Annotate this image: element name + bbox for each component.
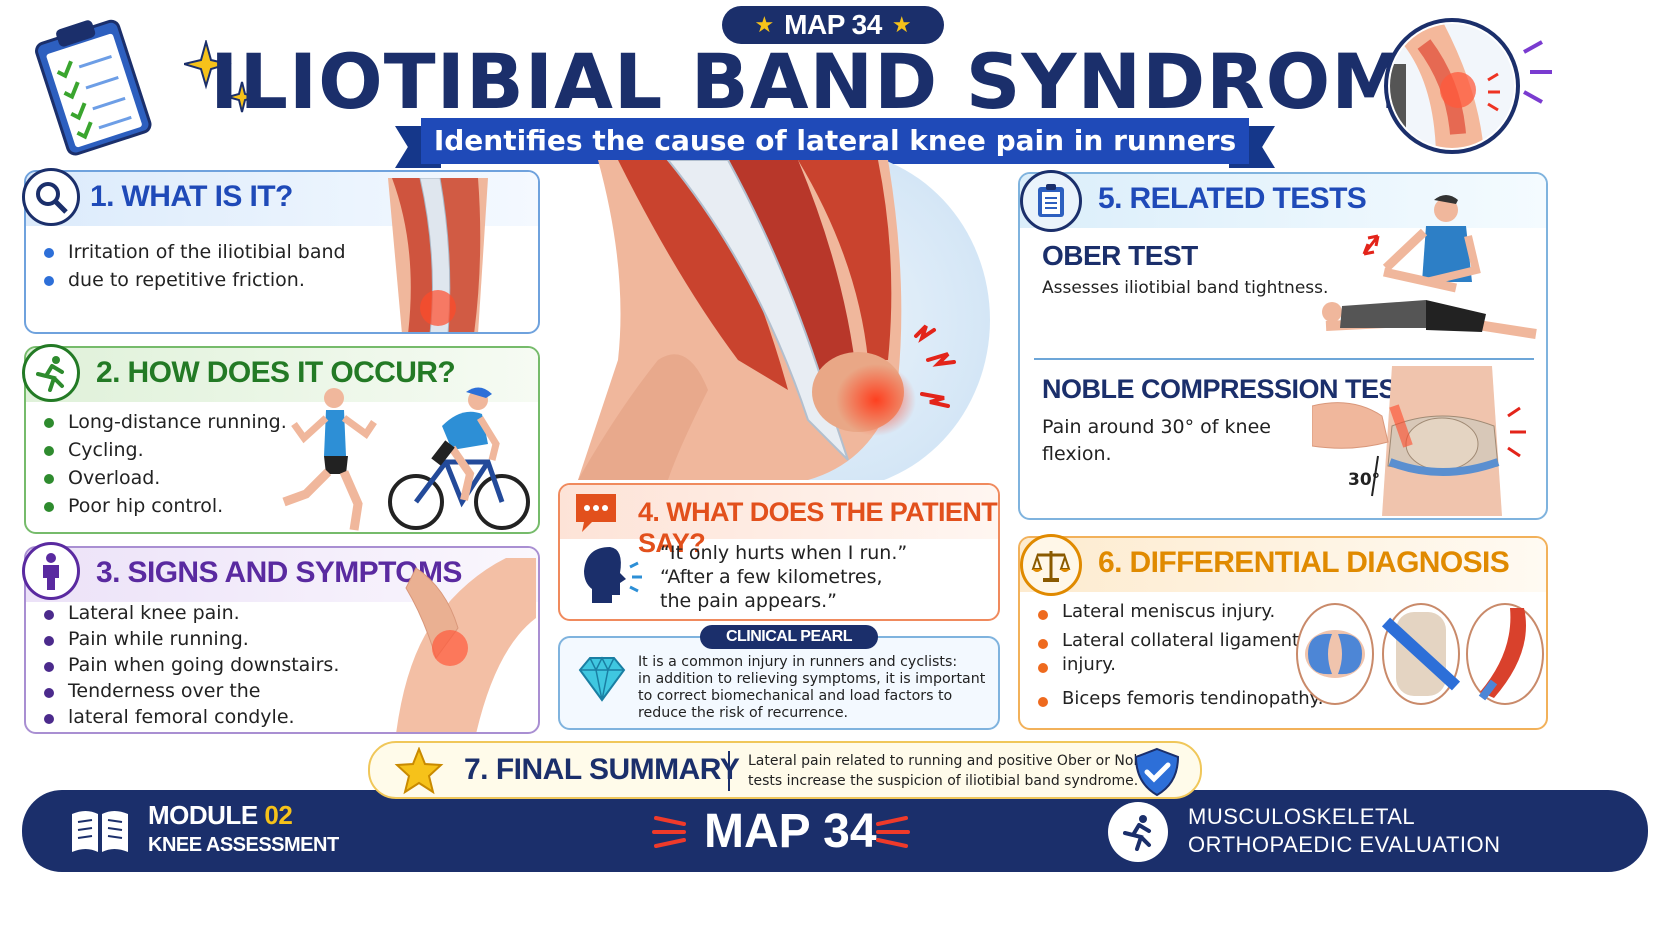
star-icon: ★ (754, 12, 775, 38)
patient-quote: “It only hurts when I run.” “After a few… (660, 541, 907, 613)
list-item: Pain when going downstairs. (40, 652, 339, 678)
noble-test-desc: Pain around 30° of knee flexion. (1042, 414, 1271, 468)
pearl-label: CLINICAL PEARL (700, 625, 878, 649)
running-person-icon (22, 344, 80, 402)
pearl-text: It is a common injury in runners and cyc… (638, 654, 985, 722)
quote-line: “It only hurts when I run.” (660, 542, 908, 564)
card-title: 3. SIGNS AND SYMPTOMS (96, 556, 462, 589)
page-title: ILIOTIBIAL BAND SYNDROME (210, 37, 1461, 126)
module-number: 02 (264, 800, 293, 830)
summary-line: tests increase the suspicion of iliotibi… (748, 773, 1139, 789)
bullet-list: Lateral knee pain. Pain while running. P… (40, 600, 339, 730)
speaking-head-icon (578, 543, 644, 605)
module-subtitle: KNEE ASSESSMENT (148, 834, 339, 856)
list-item: due to repetitive friction. (40, 266, 346, 294)
pearl-line: It is a common injury in runners and cyc… (638, 654, 958, 670)
card-final-summary: 7. FINAL SUMMARY Lateral pain related to… (368, 741, 1202, 799)
summary-title: 7. FINAL SUMMARY (464, 753, 740, 786)
pearl-line: to correct biomechanical and load factor… (638, 688, 953, 704)
biceps-femoris-illustration (1464, 602, 1546, 706)
diamond-icon (576, 654, 628, 704)
module-label: MODULE 02 (148, 800, 293, 831)
list-item: Lateral knee pain. (40, 600, 339, 626)
list-item: Long-distance running. (40, 408, 287, 436)
bullet-list: Long-distance running. Cycling. Overload… (40, 408, 287, 520)
knee-hand-illustration (366, 558, 536, 732)
meniscus-illustration (1294, 602, 1376, 706)
card-what-is-it: 1. WHAT IS IT? Irritation of the iliotib… (24, 170, 540, 334)
card-title: 6. DIFFERENTIAL DIAGNOSIS (1098, 546, 1510, 579)
list-item: Biceps femoris tendinopathy. (1034, 687, 1323, 711)
pearl-line: in addition to relieving symptoms, it is… (638, 671, 986, 687)
right-flare-icon (872, 812, 912, 852)
noble-desc-line: Pain around 30° of knee (1042, 416, 1271, 438)
list-item: Cycling. (40, 436, 287, 464)
card-title: 2. HOW DOES IT OCCUR? (96, 356, 456, 389)
knee-anatomy-illustration (558, 150, 1002, 490)
module-text: MODULE (148, 800, 258, 830)
card-clinical-pearl: CLINICAL PEARL It is a common injury in … (558, 625, 1000, 730)
map-badge: ★ MAP 34 ★ (722, 6, 944, 44)
summary-line: Lateral pain related to running and posi… (748, 753, 1155, 769)
list-item: Poor hip control. (40, 492, 287, 520)
bullet-list: Lateral meniscus injury. Lateral collate… (1034, 600, 1323, 711)
card-title: 5. RELATED TESTS (1098, 182, 1367, 215)
ober-test-title: OBER TEST (1042, 240, 1198, 271)
quote-line: the pain appears.” (660, 590, 837, 612)
card-patient-says: 4. WHAT DOES THE PATIENT SAY? “It only h… (558, 483, 1000, 621)
sparkle-icon (180, 38, 264, 116)
summary-text: Lateral pain related to running and posi… (748, 751, 1155, 791)
summary-divider (728, 751, 730, 791)
collateral-ligament-illustration (1380, 602, 1462, 706)
card-title: 1. WHAT IS IT? (90, 180, 293, 213)
list-item: Pain while running. (40, 626, 339, 652)
ober-test-illustration (1306, 192, 1546, 342)
list-item: Overload. (40, 464, 287, 492)
noble-test-title: NOBLE COMPRESSION TEST (1042, 374, 1413, 404)
list-item: Lateral collateral ligament (1034, 629, 1323, 653)
card-signs-and-symptoms: 3. SIGNS AND SYMPTOMS Lateral knee pain.… (24, 546, 540, 734)
star-icon: ★ (891, 12, 912, 38)
subtitle-ribbon: Identifies the cause of lateral knee pai… (395, 118, 1275, 168)
quote-line: “After a few kilometres, (660, 566, 883, 588)
noble-test-illustration (1311, 366, 1544, 516)
knee-pain-icon (1384, 14, 1564, 160)
map-badge-label: MAP 34 (784, 9, 882, 40)
clipboard-checklist-icon (22, 14, 162, 160)
card-related-tests: 5. RELATED TESTS OBER TEST Assesses ilio… (1018, 172, 1548, 520)
footer-bar: MODULE 02 KNEE ASSESSMENT MAP 34 MUSCULO… (22, 790, 1648, 872)
list-item-continued: lateral femoral condyle. (40, 704, 339, 730)
subtitle: Identifies the cause of lateral knee pai… (421, 118, 1249, 164)
footer-right-line: MUSCULOSKELETAL (1188, 804, 1416, 829)
divider (1034, 358, 1534, 360)
runner-badge-icon (1108, 802, 1168, 862)
card-title: 4. WHAT DOES THE PATIENT SAY? (638, 497, 998, 558)
person-icon (22, 542, 80, 600)
list-item: Tenderness over the (40, 678, 339, 704)
book-icon (68, 806, 132, 856)
card-differential-diagnosis: 6. DIFFERENTIAL DIAGNOSIS Lateral menisc… (1018, 536, 1548, 730)
list-item-continued: injury. (1034, 653, 1323, 677)
magnifier-icon (22, 168, 80, 226)
ober-test-desc: Assesses iliotibial band tightness. (1042, 278, 1329, 298)
thigh-illustration (378, 177, 498, 332)
runner-cyclist-illustration (266, 384, 536, 532)
card-how-does-it-occur: 2. HOW DOES IT OCCUR? Long-distance runn… (24, 346, 540, 534)
scales-icon (1020, 534, 1082, 596)
speech-bubble-icon (572, 490, 620, 534)
pearl-line: reduce the risk of recurrence. (638, 705, 849, 721)
footer-right-line: ORTHOPAEDIC EVALUATION (1188, 832, 1501, 857)
list-item: Lateral meniscus injury. (1034, 600, 1323, 624)
footer-map-label: MAP 34 (704, 805, 877, 858)
left-flare-icon (650, 812, 690, 852)
clipboard-icon (1020, 170, 1082, 232)
list-item: Irritation of the iliotibial band (40, 238, 346, 266)
noble-desc-line: flexion. (1042, 443, 1112, 465)
shield-check-icon (1132, 747, 1182, 797)
bullet-list: Irritation of the iliotibial band due to… (40, 238, 346, 294)
star-icon (394, 746, 444, 795)
angle-label: 30° (1348, 470, 1381, 490)
